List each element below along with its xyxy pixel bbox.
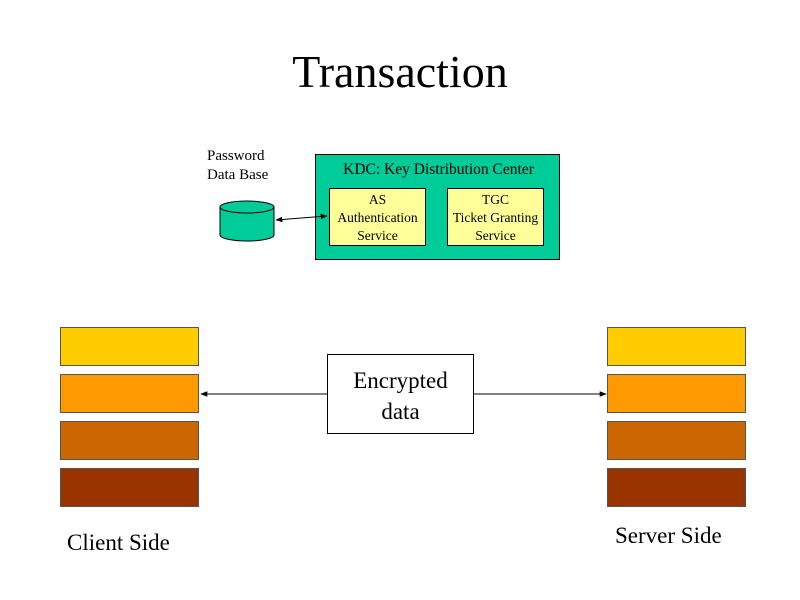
password-database-icon <box>219 200 275 242</box>
kdc-title: KDC: Key Distribution Center <box>343 161 534 178</box>
ticket-granting-service-box: TGC Ticket Granting Service <box>447 188 544 246</box>
as-line-1: AS <box>368 192 387 207</box>
server-layer-2 <box>607 374 746 413</box>
server-side-label: Server Side <box>615 523 722 548</box>
kdc-box: KDC: Key Distribution Center AS Authenti… <box>315 154 560 260</box>
as-line-2: Authentication <box>337 210 418 225</box>
server-layer-1 <box>607 327 746 366</box>
client-layer-2 <box>60 374 199 413</box>
diagram-title: Transaction <box>292 46 508 97</box>
encrypted-data-box: Encrypted data <box>327 354 474 434</box>
password-database-label: Password Data Base <box>207 148 269 183</box>
client-side-label: Client Side <box>67 530 170 555</box>
client-layer-3 <box>60 421 199 460</box>
authentication-service-box: AS Authentication Service <box>329 188 426 246</box>
server-layer-3 <box>607 421 746 460</box>
as-line-3: Service <box>357 228 398 243</box>
tgc-line-2: Ticket Granting <box>452 210 539 225</box>
tgc-line-1: TGC <box>482 192 509 207</box>
tgc-line-3: Service <box>475 228 516 243</box>
client-layer-1 <box>60 327 199 366</box>
client-layer-4 <box>60 468 199 507</box>
server-layer-4 <box>607 468 746 507</box>
